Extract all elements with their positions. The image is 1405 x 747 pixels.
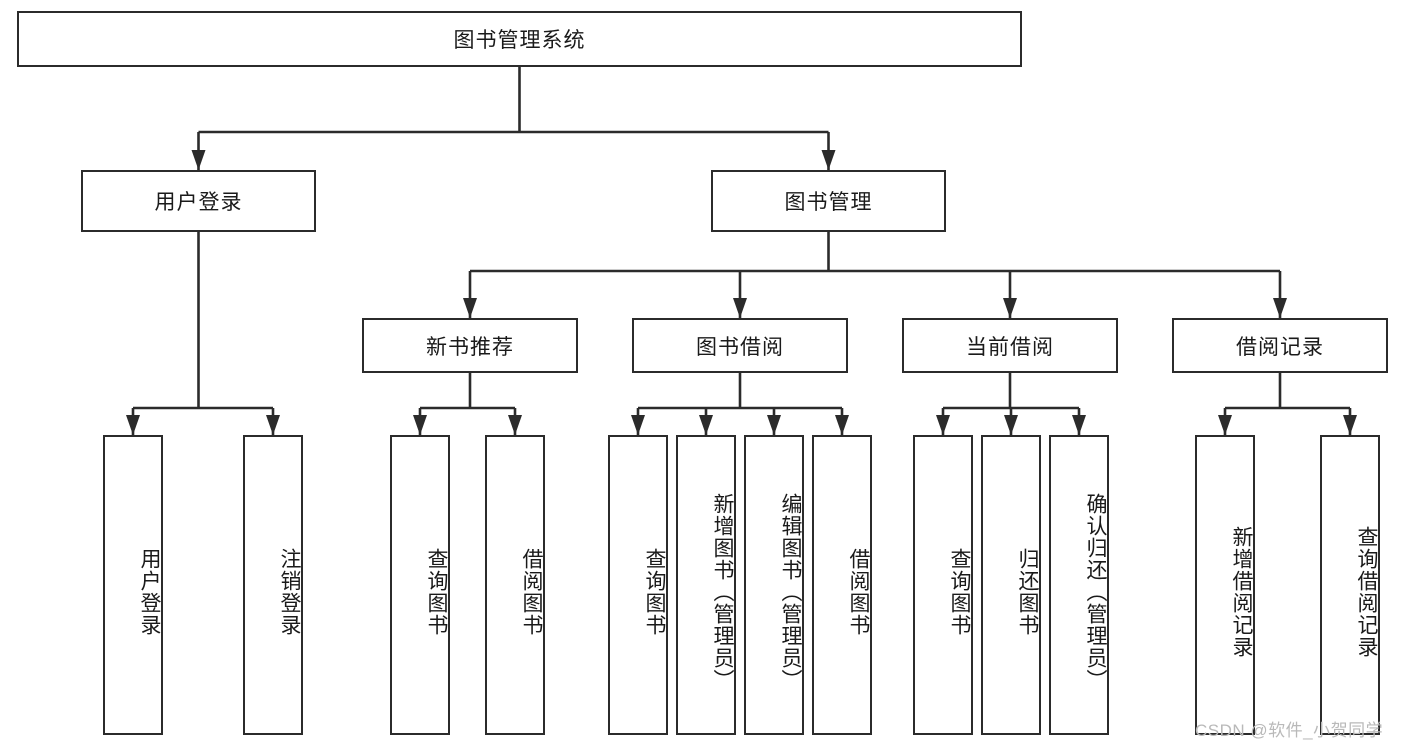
arrowhead — [463, 298, 477, 318]
arrowhead — [936, 415, 950, 435]
arrowhead — [1273, 298, 1287, 318]
node-label: 当前借阅 — [966, 335, 1054, 359]
node-label: 图书管理 — [784, 191, 873, 214]
node-leaf-6[interactable]: 新增图书（管理员） — [676, 435, 736, 735]
arrowhead — [631, 415, 645, 435]
csdn-watermark: CSDN @软件_小贺同学 — [1195, 721, 1384, 740]
node-label: 新增图书（管理员） — [711, 493, 734, 691]
node-leaf-3[interactable]: 查询图书 — [390, 435, 450, 735]
node-label: 用户登录 — [154, 191, 243, 214]
node-bookmgmt[interactable]: 图书管理 — [711, 170, 946, 232]
node-leaf-9[interactable]: 查询图书 — [913, 435, 973, 735]
arrowhead — [1072, 415, 1086, 435]
node-leaf-4[interactable]: 借阅图书 — [485, 435, 545, 735]
arrowhead — [1218, 415, 1232, 435]
node-leaf-5[interactable]: 查询图书 — [608, 435, 668, 735]
node-root[interactable]: 图书管理系统 — [17, 11, 1022, 67]
arrowhead — [733, 298, 747, 318]
node-label: 新增借阅记录 — [1230, 526, 1253, 658]
node-label: 注销登录 — [278, 548, 301, 636]
node-login[interactable]: 用户登录 — [81, 170, 316, 232]
node-records[interactable]: 借阅记录 — [1172, 318, 1388, 373]
arrowhead — [821, 150, 836, 170]
node-label: 确认归还（管理员） — [1084, 493, 1107, 691]
arrowhead — [699, 415, 713, 435]
node-label: 借阅图书 — [520, 548, 543, 636]
arrowhead — [508, 415, 522, 435]
node-label: 查询借阅记录 — [1355, 526, 1378, 658]
node-label: 归还图书 — [1016, 548, 1039, 636]
node-leaf-7[interactable]: 编辑图书（管理员） — [744, 435, 804, 735]
node-borrow[interactable]: 图书借阅 — [632, 318, 848, 373]
node-leaf-1[interactable]: 用户登录 — [103, 435, 163, 735]
arrowhead — [413, 415, 427, 435]
node-label: 借阅记录 — [1236, 335, 1324, 359]
arrowhead — [1003, 298, 1017, 318]
node-leaf-13[interactable]: 查询借阅记录 — [1320, 435, 1380, 735]
node-leaf-11[interactable]: 确认归还（管理员） — [1049, 435, 1109, 735]
arrowhead — [126, 415, 140, 435]
node-leaf-10[interactable]: 归还图书 — [981, 435, 1041, 735]
arrowhead — [767, 415, 781, 435]
node-label: 用户登录 — [138, 548, 161, 636]
node-label: 新书推荐 — [426, 335, 514, 359]
arrowhead — [191, 150, 206, 170]
node-leaf-8[interactable]: 借阅图书 — [812, 435, 872, 735]
arrowhead — [1004, 415, 1018, 435]
node-label: 借阅图书 — [847, 548, 870, 636]
node-label: 查询图书 — [948, 548, 971, 636]
node-label: 查询图书 — [425, 548, 448, 636]
node-label: 图书借阅 — [696, 335, 784, 359]
node-leaf-12[interactable]: 新增借阅记录 — [1195, 435, 1255, 735]
arrowhead — [1343, 415, 1357, 435]
arrowhead — [266, 415, 280, 435]
arrowhead — [835, 415, 849, 435]
node-label: 查询图书 — [643, 548, 666, 636]
node-newbook[interactable]: 新书推荐 — [362, 318, 578, 373]
node-label: 编辑图书（管理员） — [779, 493, 802, 691]
node-label: 图书管理系统 — [453, 29, 586, 52]
node-current[interactable]: 当前借阅 — [902, 318, 1118, 373]
node-leaf-2[interactable]: 注销登录 — [243, 435, 303, 735]
